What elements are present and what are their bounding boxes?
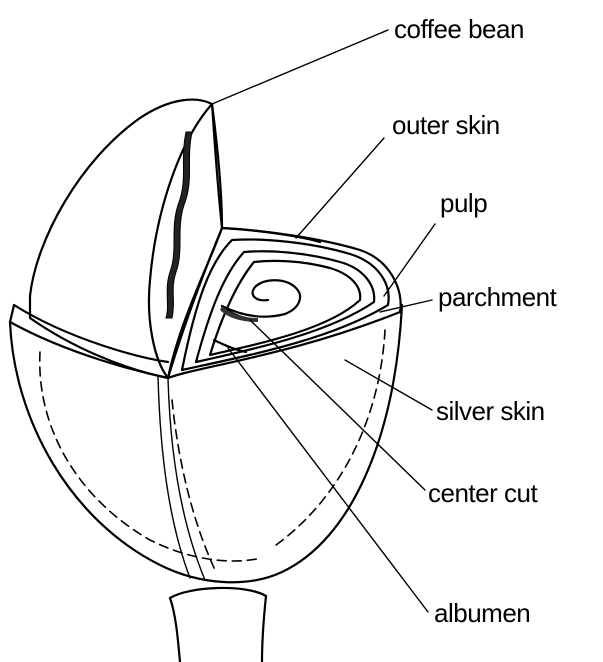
cross-section: [168, 228, 402, 378]
label-pulp: pulp: [440, 188, 487, 218]
label-coffee-bean: coffee bean: [394, 14, 524, 44]
stem: [170, 588, 266, 662]
labels: coffee bean outer skin pulp parchment si…: [392, 14, 558, 628]
label-albumen: albumen: [434, 598, 530, 628]
label-silver-skin: silver skin: [436, 396, 545, 426]
coffee-bean: [30, 100, 222, 378]
label-parchment: parchment: [438, 282, 558, 312]
label-center-cut: center cut: [428, 478, 538, 508]
leader-pulp: [384, 224, 435, 296]
leader-outer-skin: [296, 138, 384, 238]
cherry-cup: [10, 305, 402, 582]
leader-albumen: [228, 348, 428, 612]
leader-coffee-bean: [212, 30, 388, 104]
label-outer-skin: outer skin: [392, 110, 500, 140]
